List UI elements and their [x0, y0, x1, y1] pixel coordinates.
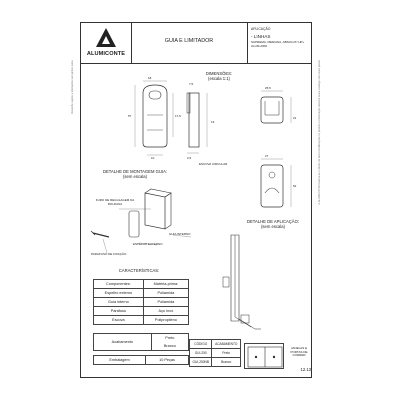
table-row: Escova Polipropileno	[93, 315, 190, 325]
side-note-right-text: A ALUMICONTE reserva-se o direito de faz…	[318, 60, 321, 205]
dim-2-5: 2,5	[187, 156, 192, 160]
aplicacao-title: DETALHE DE APLICAÇÃO: (sem escala)	[233, 219, 313, 229]
embalagem-table: Embalagem 10 Peças	[92, 355, 189, 365]
embalagem-value: 10 Peças	[145, 355, 189, 365]
dim-7-5: 7,5	[189, 82, 194, 86]
code-cell: GUI-250NB	[188, 357, 213, 367]
guia-interno-label: GUIA INTERNO	[169, 232, 191, 236]
montagem-title: DETALHE DE MONTAGEM GUIA: (sem escala)	[89, 169, 181, 179]
table-header-row: Componentes: Matéria-prima:	[93, 279, 190, 289]
logo-box: ALUMICONTE	[81, 23, 132, 63]
catalog-sheet: ALUMICONTE GUIA E LIMITADOR APLICAÇÃO - …	[80, 22, 312, 378]
assembly-drawing	[90, 188, 192, 254]
dim-27: 27	[265, 154, 269, 158]
material-cell: Poliamida	[142, 297, 190, 307]
montagem-heading: DETALHE DE MONTAGEM GUIA:	[102, 169, 168, 174]
dimension-drawing-guide	[134, 80, 208, 156]
acabamento-table: Acabamento Preto Branco	[93, 333, 190, 351]
material-cell: Aço Inox	[142, 306, 190, 316]
brand-name: ALUMICONTE	[86, 51, 126, 57]
embalagem-label: Embalagem	[92, 355, 147, 365]
aplicacao-label: APLICAÇÃO	[251, 27, 271, 31]
characteristics-table: Componentes: Matéria-prima: Espelho exte…	[93, 279, 190, 325]
component-cell: Parafuso	[93, 306, 144, 316]
dim-57: 57	[128, 114, 132, 118]
table-row: Espelho externo Poliamida	[93, 288, 190, 298]
window-pictogram-box	[244, 343, 284, 369]
table-row: GUI-250NB Branco	[188, 357, 241, 367]
dim-21: 21	[293, 116, 297, 120]
alumiconte-logo-icon	[96, 28, 116, 47]
acabamento-label: Acabamento	[93, 333, 152, 351]
table-row: GUI-250 Preto	[188, 348, 241, 358]
montagem-scale: (sem escala)	[123, 174, 147, 179]
dim-10: 10	[151, 156, 155, 160]
application-drawing	[222, 234, 261, 330]
table-row: Parafuso Aço Inox	[93, 306, 190, 316]
linhas-label: - LINHAS	[251, 34, 271, 39]
material-cell: Polipropileno	[142, 315, 190, 325]
furo-label: FURO DE REGULAGEM DA ROLDANA	[95, 198, 135, 206]
aplicacao-scale: (sem escala)	[261, 224, 285, 229]
acabamento-branco: Branco	[150, 342, 190, 351]
table-row: Guia interno Poliamida	[93, 297, 190, 307]
header-acabamento: ACABAMENTO	[211, 339, 241, 349]
header: ALUMICONTE GUIA E LIMITADOR APLICAÇÃO - …	[81, 23, 311, 64]
side-note-left: Desenho sujeito a alterações sem prévio …	[71, 60, 77, 170]
side-note-right: A ALUMICONTE reserva-se o direito de faz…	[318, 60, 324, 370]
sliding-window-icon	[247, 346, 283, 368]
header-materia-prima: Matéria-prima:	[142, 279, 190, 289]
dimensoes-heading: DIMENSÕES:	[205, 71, 233, 76]
dimension-drawing-limitador	[260, 90, 292, 208]
aplicacao-heading: DETALHE DE APLICAÇÃO:	[246, 219, 300, 224]
code-cell: GUI-250	[188, 348, 213, 358]
page-title: GUIA E LIMITADOR	[164, 38, 214, 44]
codigos-table: CÓDIGO ACABAMENTO GUI-250 Preto GUI-250N…	[188, 339, 241, 367]
dimensoes-title: DIMENSÕES: (escala 1:1)	[189, 71, 249, 81]
finish-cell: Preto	[211, 348, 241, 358]
dim-17-5: 17,5	[175, 114, 181, 118]
dimensoes-scale: (escala 1:1)	[208, 76, 230, 81]
escova-label: ESCOVA CIRCULAR	[199, 162, 228, 166]
acabamento-preto: Preto	[150, 333, 190, 342]
dim-25-5: 25,5	[265, 86, 271, 90]
component-cell: Guia interno	[93, 297, 144, 307]
espelho-label: ESPELHO EXTERNO	[133, 242, 163, 246]
application-box: APLICAÇÃO - LINHAS SUPREMA, MEDIANA, ABS…	[247, 23, 313, 63]
header-codigo: CÓDIGO	[188, 339, 213, 349]
janelas-label: JANELAS E PORTAS DE CORRER	[290, 346, 308, 358]
title-box: GUIA E LIMITADOR	[131, 23, 248, 63]
header-componentes: Componentes:	[93, 279, 144, 289]
caracteristicas-title: CARACTERÍSTICAS:	[118, 268, 160, 273]
component-cell: Escova	[93, 315, 144, 325]
dim-19: 19	[211, 120, 215, 124]
component-cell: Espelho externo	[93, 288, 144, 298]
finish-cell: Branco	[211, 357, 241, 367]
linhas-sub: SUPREMA, MEDIANA, ABSOLUT/ HP+ ALUM-2300	[251, 40, 305, 48]
parafuso-label: PARAFUSO DE FIXAÇÃO	[91, 252, 127, 256]
material-cell: Poliamida	[142, 288, 190, 298]
page-number: 12.13	[300, 367, 311, 372]
dim-18: 18	[148, 76, 152, 80]
side-note-left-text: Desenho sujeito a alterações sem prévio …	[71, 60, 74, 114]
dim-52: 52	[293, 184, 297, 188]
